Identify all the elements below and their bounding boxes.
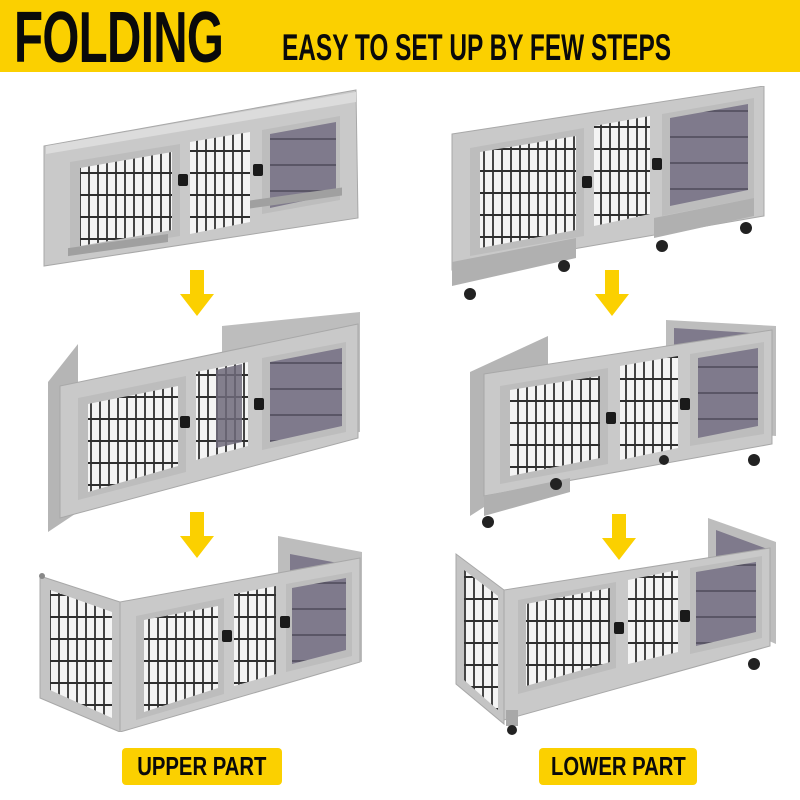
lower-part-label-text: LOWER PART: [550, 751, 686, 781]
hutch-panel-flat-icon: [43, 89, 359, 267]
lower-part-label: LOWER PART: [539, 748, 697, 785]
hutch-panel-folding-icon: [48, 312, 360, 532]
upper-part-label-text: UPPER PART: [137, 751, 267, 781]
hutch-assembled-wheels-icon: [455, 518, 776, 735]
arrow-down-icon: [602, 514, 636, 562]
upper-step-3-image: [28, 532, 368, 732]
upper-step-1-image: [40, 88, 360, 268]
lower-step-3-image: [452, 514, 782, 736]
arrow-down-icon: [180, 270, 214, 318]
banner-subtitle: EASY TO SET UP BY FEW STEPS: [282, 27, 672, 68]
arrow-down-icon: [180, 512, 214, 560]
hutch-panel-folding-wheels-icon: [470, 320, 776, 528]
lower-step-2-image: [460, 316, 780, 534]
arrow-down-icon: [595, 270, 629, 318]
hutch-assembled-icon: [39, 536, 362, 732]
hutch-panel-flat-wheels-icon: [451, 86, 765, 300]
header-banner: FOLDING EASY TO SET UP BY FEW STEPS: [0, 0, 800, 78]
upper-step-2-image: [42, 312, 362, 532]
banner-title: FOLDING: [14, 0, 224, 78]
upper-part-label: UPPER PART: [122, 748, 282, 785]
lower-step-1-image: [444, 86, 774, 306]
